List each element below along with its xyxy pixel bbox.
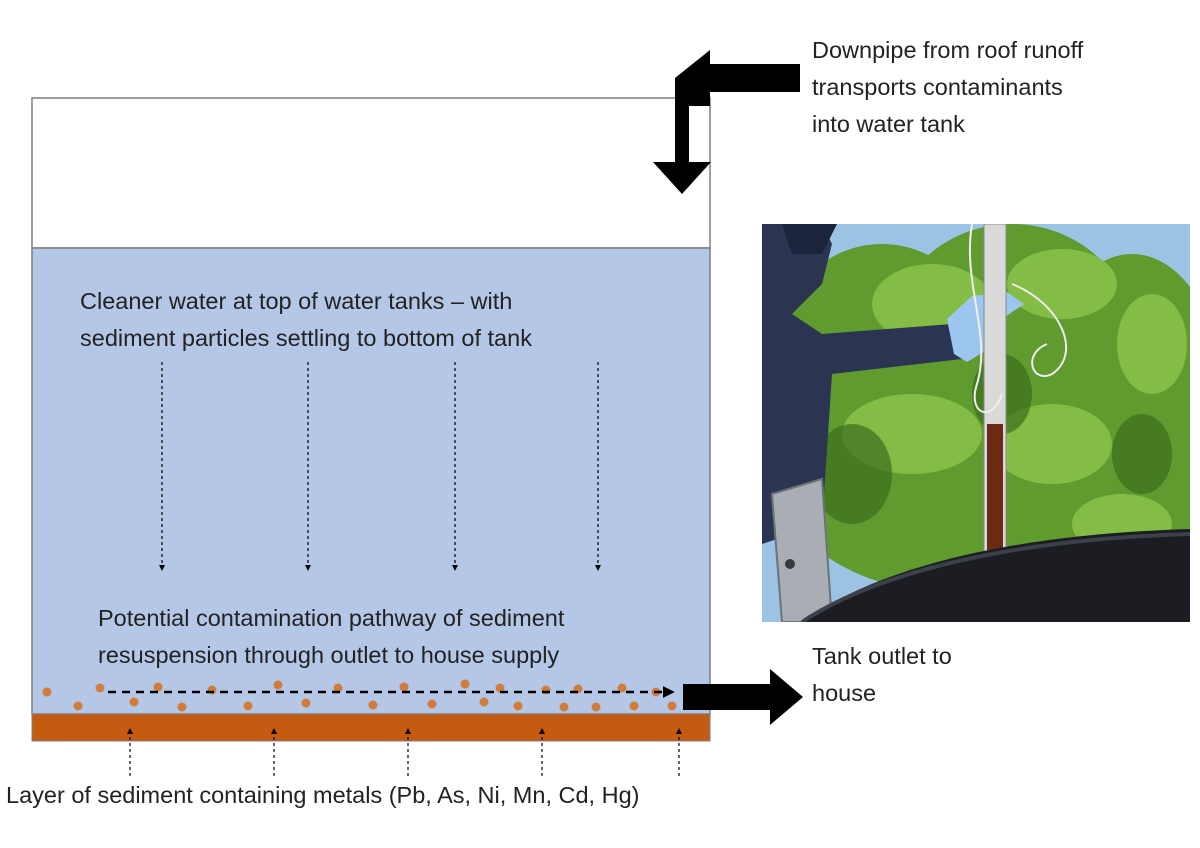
sediment-particle [95,683,105,693]
sediment-particle [559,702,569,712]
sediment-particle [617,683,627,693]
sediment-particle [177,702,187,712]
sediment-particle [629,701,639,711]
sediment-layer-label: Layer of sediment containing metals (Pb,… [6,782,640,808]
sediment-particle [153,682,163,692]
tank-water [31,247,711,715]
contamination-pathway-label: Potential contamination pathway of sedim… [98,605,565,668]
sediment-particle [427,699,437,709]
downpipe-arrow [653,50,800,194]
sediment-particles [42,679,677,712]
sediment-particle [495,683,505,693]
sediment-particle [399,682,409,692]
settling-label: Cleaner water at top of water tanks – wi… [80,288,532,351]
sediment-particle [333,683,343,693]
sediment-particle [479,697,489,707]
sediment-particle [667,701,677,711]
downpipe-label: Downpipe from roof runoff transports con… [812,37,1084,137]
sediment-particle [42,687,52,697]
sediment-particle [273,680,283,690]
outlet-arrow [683,669,803,725]
sediment-particle [513,701,523,711]
field-sampling-photo-icon [762,224,1190,622]
sediment-particle [73,701,83,711]
sediment-particle [243,701,253,711]
sampling-photo [762,224,1190,622]
sediment-particle [368,700,378,710]
sediment-particle [129,697,139,707]
sediment-particle [460,679,470,689]
sediment-particle [591,702,601,712]
tank-air-space [31,97,711,249]
sediment-particle [301,698,311,708]
sediment-up-arrows [127,728,682,776]
settling-arrows [159,362,601,571]
tank-outlet-label: Tank outlet to house [812,643,952,706]
sediment-layer [31,713,711,742]
